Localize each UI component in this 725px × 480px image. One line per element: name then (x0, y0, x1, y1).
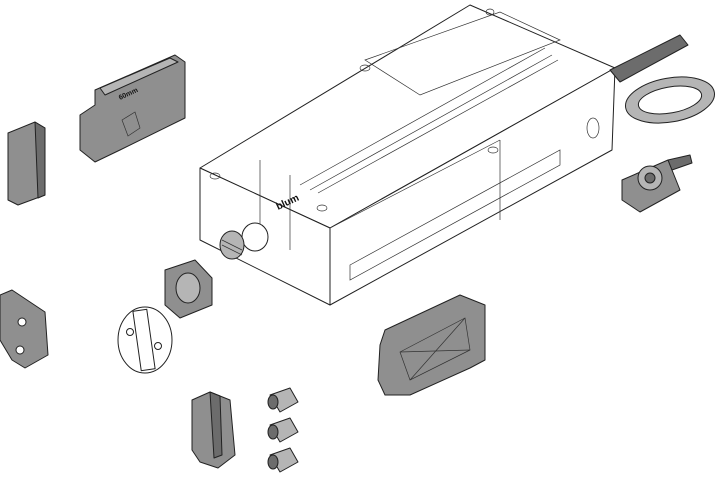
runner-carriage (621, 154, 693, 213)
square-cap (164, 259, 213, 319)
dowel-2 (267, 417, 299, 443)
end-cover (7, 121, 46, 206)
adjustment-knob (219, 222, 269, 260)
mounting-plate: 60mm (79, 54, 186, 163)
back-plate (377, 294, 486, 396)
dowel-1 (267, 387, 299, 413)
drive-unit-housing: blum (199, 4, 616, 306)
corner-bracket (0, 289, 49, 369)
dowel-3 (267, 447, 299, 473)
round-plate (117, 306, 173, 374)
power-cable (609, 34, 715, 124)
lower-bracket (191, 391, 236, 469)
